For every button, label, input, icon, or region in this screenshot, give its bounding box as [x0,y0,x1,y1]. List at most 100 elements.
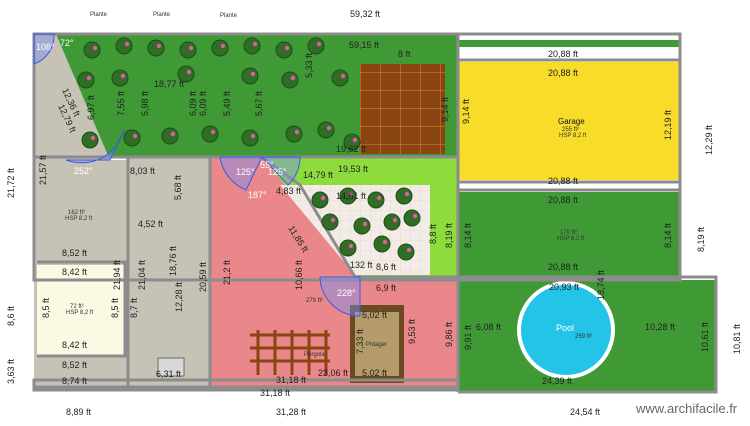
dim-18-77: 18,77 ft [154,79,185,89]
dim-3-63: 3,63 ft [6,358,16,384]
dim-6-09-a: 6,09 ft [188,90,198,116]
dim-8-top: 8 ft [398,49,411,59]
dim-8-14-left: 8,14 ft [463,222,473,248]
tree-icon [383,213,401,231]
dim-12-28: 12,28 ft [174,281,184,312]
flower-icon [188,45,194,51]
label-plante-3: Plante [220,13,238,19]
tree-icon [317,121,335,139]
tree-icon [241,129,259,147]
flower-icon [120,73,126,79]
flower-icon [186,69,192,75]
dim-10-66: 10,66 ft [294,259,304,290]
tree-icon [403,209,421,227]
dim-20-88-garage-bottom: 20,88 ft [548,176,579,186]
dim-20-59: 20,59 ft [198,261,208,292]
dim-132: 132 ft [350,260,373,270]
dim-31-18-a: 31,18 ft [276,375,307,385]
flower-icon [330,217,336,223]
tree-icon [201,125,219,143]
dim-5-02-a: 5,02 ft [362,310,388,320]
tree-group [77,37,421,261]
dim-6-08: 6,08 ft [476,322,502,332]
pool [521,285,611,375]
tree-icon [373,235,391,253]
dim-5-33: 5,33 ft [304,52,314,78]
dim-21-94: 21,94 ft [112,259,122,290]
dim-19-62: 19,62 ft [336,144,367,154]
tree-icon [321,213,339,231]
room-162-hsp: HSP 8,2 ft [65,216,93,222]
tree-icon [331,69,349,87]
flower-icon [320,195,326,201]
dim-9-14-garage: 9,14 ft [461,98,471,124]
angle-252: 252° [74,166,93,176]
dim-5-98: 5,98 ft [140,90,150,116]
dim-4-52: 4,52 ft [138,219,164,229]
dim-8-5-b: 8,5 ft [110,297,120,318]
dim-4-83: 4,83 ft [276,186,302,196]
flower-icon [376,195,382,201]
flower-icon [352,137,358,143]
tree-icon [285,125,303,143]
dim-20-88-room-bottom: 20,88 ft [548,262,579,272]
garage-room [458,62,680,180]
dim-9-53: 9,53 ft [407,318,417,344]
dim-6-09-b: 6,09 ft [198,90,208,116]
garage-label: Garage [558,117,585,126]
tree-icon [161,127,179,145]
dim-9-91: 9,91 ft [463,324,473,350]
angle-arcs [33,33,361,317]
flower-icon [250,71,256,77]
dim-31-18-b: 31,18 ft [260,388,291,398]
tree-icon [147,39,165,57]
garage-strip [458,40,680,47]
dim-24-54: 24,54 ft [570,407,601,417]
room-72-hsp: HSP 8,2 ft [66,310,94,316]
dim-21-57: 21,57 ft [38,154,48,185]
potager-label: Potager [366,342,387,348]
dim-20-88-top: 20,88 ft [548,49,579,59]
dim-31-28: 31,28 ft [276,407,307,417]
flower-icon [326,125,332,131]
room-170-area: 170 ft² [560,230,577,236]
bbq [157,357,185,377]
pergola [250,330,330,375]
dim-8-42-b: 8,42 ft [62,340,88,350]
dim-8-8: 8,8 ft [428,223,438,244]
dim-9-86: 9,86 ft [444,321,454,347]
flower-icon [362,221,368,227]
flower-icon [290,75,296,81]
dim-8-89: 8,89 ft [66,407,92,417]
flower-icon [412,213,418,219]
tree-icon [241,67,259,85]
dim-24-39: 24,39 ft [542,376,573,386]
tree-icon [177,65,195,83]
tree-icon [123,129,141,147]
dim-5-49: 5,49 ft [222,90,232,116]
angle-108: 108° [36,42,55,52]
flower-icon [92,45,98,51]
tree-icon [281,71,299,89]
dim-8-52-a: 8,52 ft [62,248,88,258]
dim-6-31: 6,31 ft [156,369,182,379]
tree-icon [307,37,325,55]
dim-top-total: 59,32 ft [350,9,381,19]
room-170-hsp: HSP 8,2 ft [557,236,585,242]
dim-5-68: 5,68 ft [173,174,183,200]
tree-icon [77,71,95,89]
flower-icon [86,75,92,81]
dim-8-19-c: 8,19 ft [444,222,454,248]
tree-icon [311,191,329,209]
dim-8-6-b: 8,6 ft [376,262,397,272]
tree-icon [111,69,129,87]
dim-8-14-right: 8,14 ft [663,222,673,248]
tree-icon [211,39,229,57]
flower-icon [156,43,162,49]
dim-18-74: 18,74 ft [596,269,606,300]
tree-icon [397,243,415,261]
dim-8-52-b: 8,52 ft [62,360,88,370]
tree-icon [275,41,293,59]
dim-10-81: 10,81 ft [732,323,742,354]
tree-icon [115,37,133,55]
